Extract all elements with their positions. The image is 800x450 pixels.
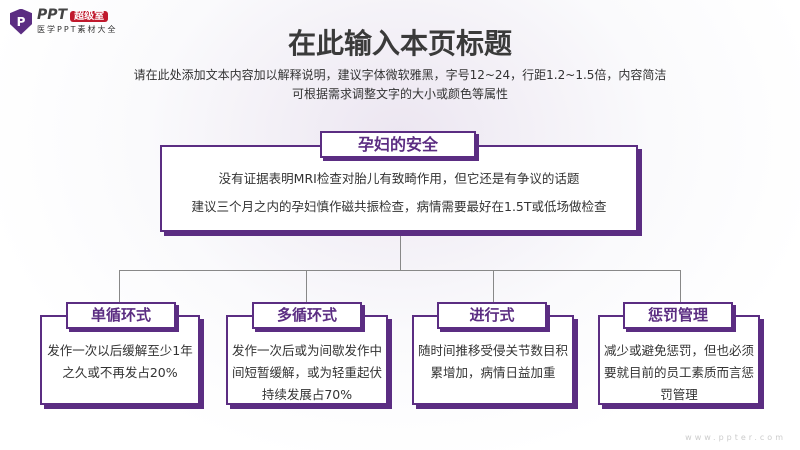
main-text-1: 没有证据表明MRI检查对胎儿有致畸作用，但它还是有争议的话题 (218, 171, 580, 186)
connector-line (400, 232, 401, 270)
desc-line-2: 可根据需求调整文字的大小或颜色等属性 (291, 87, 508, 101)
card-3-title: 进行式 (437, 302, 547, 329)
connector-line (119, 270, 120, 304)
page-description: 请在此处添加文本内容加以解释说明，建议字体微软雅黑，字号12~24，行距1.2~… (0, 66, 800, 104)
shield-logo-icon: P (10, 8, 32, 35)
page-title: 在此输入本页标题 (287, 27, 512, 60)
card-3-text: 随时间推移受侵关节数目积累增加，病情日益加重 (418, 343, 569, 380)
connector-line (680, 270, 681, 304)
main-box (160, 145, 638, 232)
connector-line (493, 270, 494, 304)
watermark: www.ppter.com (685, 433, 786, 442)
card-3 (412, 315, 574, 405)
card-1 (40, 315, 200, 405)
main-box-title: 孕妇的安全 (320, 131, 476, 158)
logo-subtitle: 医学PPT素材大全 (37, 25, 118, 34)
card-1-title: 单循环式 (66, 302, 176, 329)
card-4 (598, 315, 760, 405)
desc-line-1: 请在此处添加文本内容加以解释说明，建议字体微软雅黑，字号12~24，行距1.2~… (133, 68, 667, 82)
connector-line (119, 270, 681, 271)
card-2-title: 多循环式 (252, 302, 362, 329)
main-text-2: 建议三个月之内的孕妇慎作磁共振检查，病情需要最好在1.5T或低场做检查 (191, 199, 607, 214)
connector-line (306, 270, 307, 304)
card-4-title: 惩罚管理 (623, 302, 733, 329)
card-4-text: 减少或避免惩罚，但也必须要就目前的员工素质而言惩罚管理 (604, 343, 755, 402)
card-1-text: 发作一次以后缓解至少1年之久或不再发占20% (47, 343, 193, 380)
logo-badge: 超级室 (70, 11, 109, 22)
card-2-text: 发作一次后或为间歇发作中间短暂缓解，或为轻重起伏持续发展占70% (232, 343, 383, 402)
logo-brand: PPT (37, 7, 68, 23)
